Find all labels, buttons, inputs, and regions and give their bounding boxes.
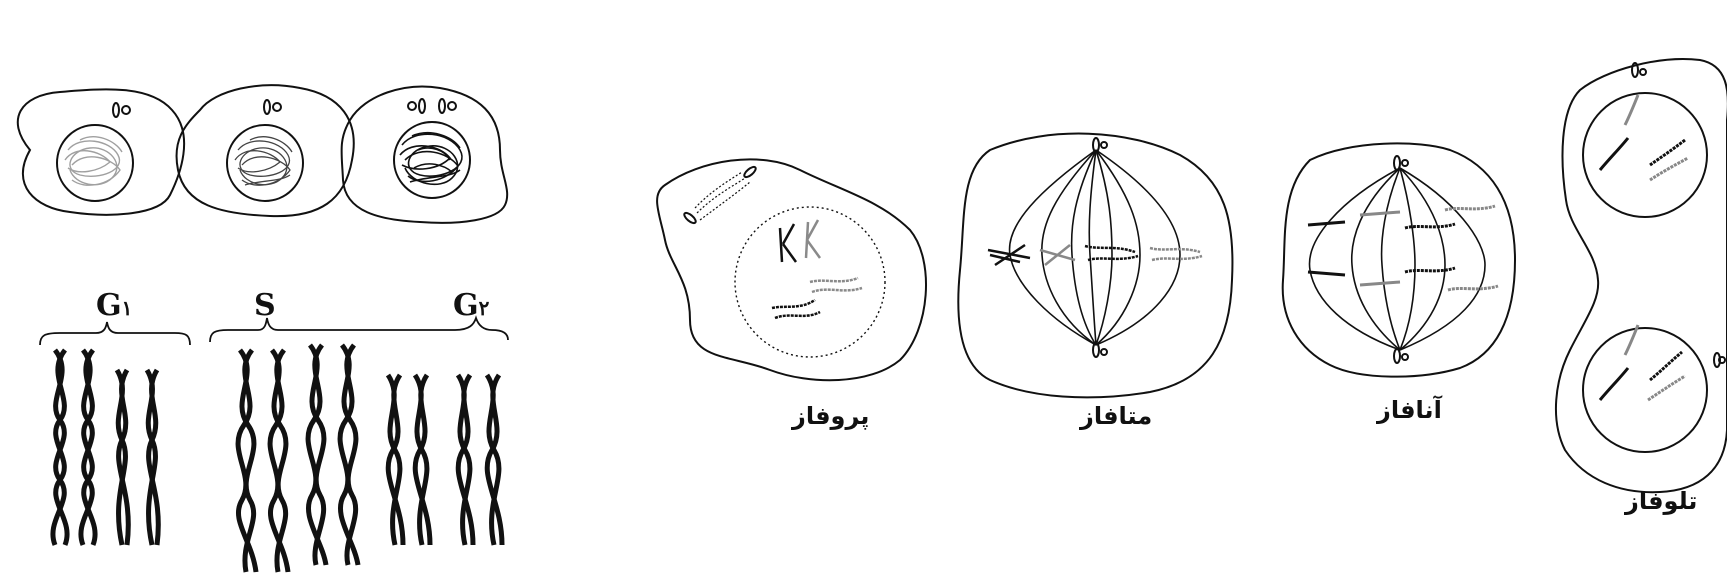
chromosome-dark xyxy=(772,224,820,318)
anaphase-cell xyxy=(1283,143,1515,376)
stage-label-g2: G۲ xyxy=(453,288,489,323)
dna-strands xyxy=(53,345,502,572)
chromatin-light xyxy=(65,137,122,185)
centriole-pair xyxy=(683,165,758,225)
interphase-cell-g2 xyxy=(342,87,508,223)
phase-label-anaphase: آنافاز xyxy=(1377,396,1442,424)
telophase-chromosomes xyxy=(1600,95,1688,400)
chromatin-dense xyxy=(400,133,462,185)
g1-brace xyxy=(40,322,190,345)
stage-label-g1: G۱ xyxy=(96,288,132,323)
metaphase-chromosomes xyxy=(988,245,1202,265)
phase-label-prophase: پروفاز xyxy=(792,402,869,430)
interphase-cell-g1 xyxy=(18,89,184,214)
phase-label-telophase: تلوفاز xyxy=(1625,487,1697,515)
chromosome-light xyxy=(806,220,862,292)
phase-label-metaphase: متافاز xyxy=(1080,402,1152,430)
spindle-fibers xyxy=(1310,168,1485,350)
anaphase-chromosomes xyxy=(1308,206,1498,290)
prophase-cell xyxy=(657,159,926,380)
interphase-cell-s xyxy=(177,85,354,216)
chromatin-mid xyxy=(235,137,292,185)
metaphase-cell xyxy=(958,134,1232,398)
telophase-cell xyxy=(1556,59,1727,492)
stage-label-s: S xyxy=(254,288,276,323)
